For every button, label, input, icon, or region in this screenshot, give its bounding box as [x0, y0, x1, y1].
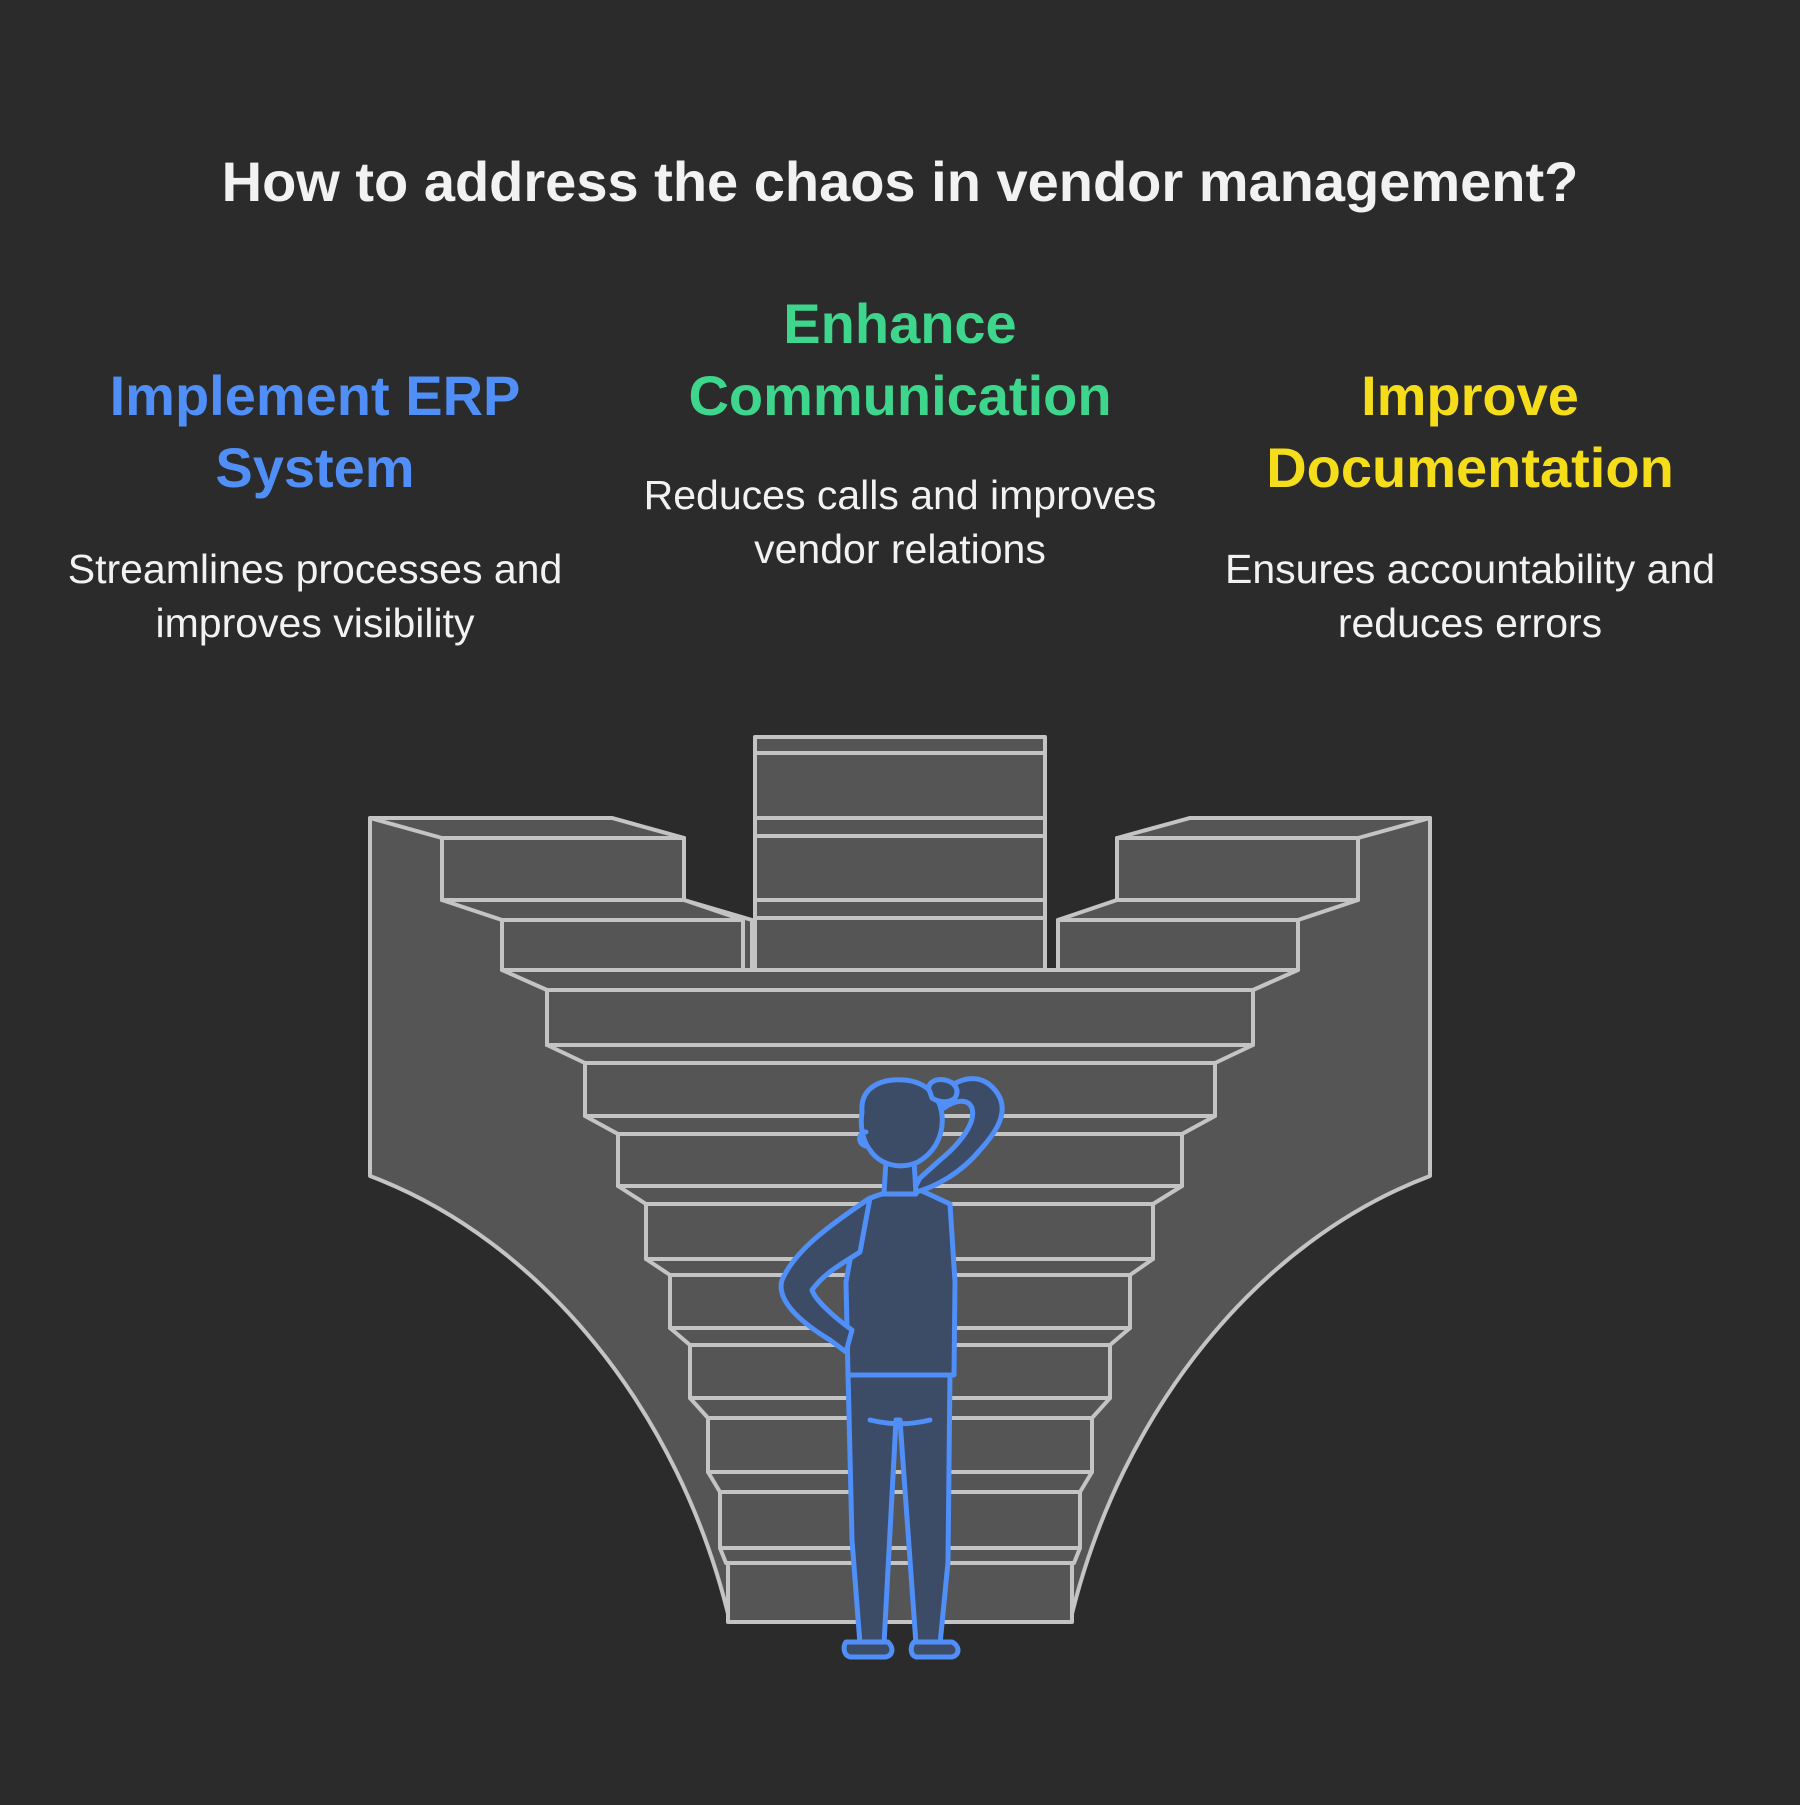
stair-left-top-riser: [440, 836, 686, 902]
person-head: [858, 1077, 945, 1169]
stair-step: [718, 1490, 1082, 1550]
page-title: How to address the chaos in vendor manag…: [221, 150, 1579, 213]
option-improve-documentation: Improve Documentation Ensures accountabi…: [1210, 360, 1730, 650]
option-heading: Improve Documentation: [1266, 364, 1674, 499]
stair-step: [545, 1043, 1255, 1065]
person-shoe-right: [908, 1639, 961, 1660]
person-hand: [926, 1077, 960, 1105]
stair-center-tower: [753, 735, 1047, 972]
person-shoe-left: [841, 1639, 895, 1660]
stair-right-second-riser: [1056, 918, 1300, 972]
stair-step: [718, 1546, 1082, 1565]
option-description: Streamlines processes and improves visib…: [67, 546, 563, 646]
stair-step: [500, 968, 1300, 992]
person-scratching-head-icon: [778, 1076, 1005, 1660]
option-implement-erp: Implement ERP System Streamlines process…: [60, 360, 570, 650]
stair-right-second-tread: [1056, 898, 1360, 922]
stair-step: [545, 988, 1255, 1047]
option-heading: Implement ERP System: [109, 364, 521, 499]
person-arm-left: [778, 1195, 873, 1355]
stair-left-second-riser: [500, 918, 745, 972]
stair-step: [706, 1470, 1094, 1494]
stair-step: [726, 1561, 1074, 1624]
person-legs: [845, 1369, 953, 1647]
stair-right-top-riser: [1115, 836, 1360, 902]
option-enhance-communication: Enhance Communication Reduces calls and …: [640, 288, 1160, 576]
stair-left-second-tread: [440, 898, 745, 922]
option-description: Ensures accountability and reduces error…: [1224, 546, 1716, 646]
person-ear: [857, 1129, 869, 1149]
person-arm-right: [909, 1076, 1005, 1196]
option-description: Reduces calls and improves vendor relati…: [643, 472, 1157, 572]
option-heading: Enhance Communication: [688, 292, 1112, 427]
